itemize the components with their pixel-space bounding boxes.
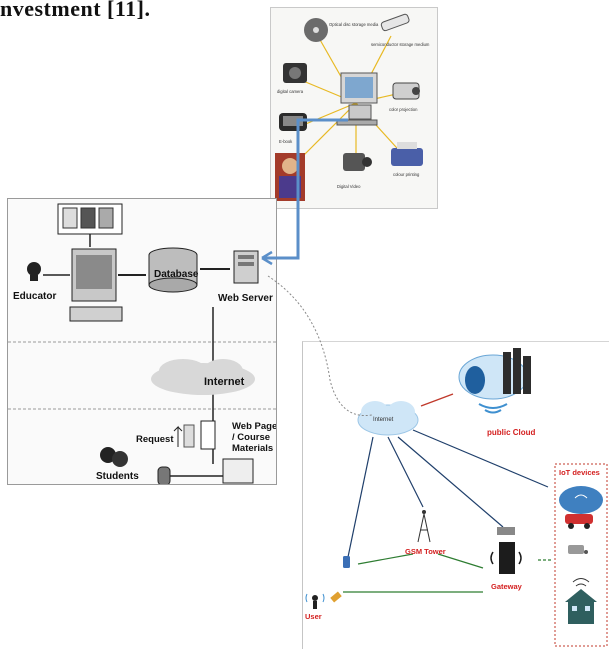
top-text-fragment: nvestment [11]. <box>0 0 151 21</box>
iot-internet-label: Internet <box>373 417 394 423</box>
cloud-link-arrow <box>420 393 454 407</box>
internet-cloud-icon <box>151 359 255 395</box>
digital-video-label: Digital Video <box>337 184 361 189</box>
colour-printing-label: colour printing <box>393 172 420 177</box>
educator-icon <box>27 262 41 281</box>
multimedia-diagram: Optical disc storage media semiconductor… <box>275 13 430 201</box>
car-icon <box>565 514 593 529</box>
usb-drive-icon <box>380 13 410 32</box>
multimedia-devices-panel: Optical disc storage media semiconductor… <box>270 7 438 209</box>
request-doc-icon <box>183 424 195 448</box>
house-icon <box>565 589 597 624</box>
optical-disc-label: Optical disc storage media <box>329 22 379 27</box>
gsm-tower-icon <box>417 510 431 543</box>
elearning-panel: Educator Database Web Server <box>7 198 277 485</box>
web-page-label-3: Materials <box>232 443 273 454</box>
video-camera-icon <box>343 153 372 171</box>
iot-devices-box <box>554 463 608 647</box>
web-page-label-1: Web Page <box>232 421 276 432</box>
iot-diagram: Internet public Cloud <box>305 348 608 647</box>
local-links <box>343 553 553 593</box>
color-projection-label: color projection <box>389 107 418 112</box>
camera-icon <box>568 545 588 554</box>
database-label: Database <box>154 269 199 280</box>
page-doc-icon <box>200 420 216 450</box>
user-label: User <box>305 612 322 621</box>
public-cloud-icon <box>458 348 531 414</box>
wifi-icon <box>572 578 590 587</box>
request-arrow <box>173 425 183 447</box>
semiconductor-storage-label: semiconductor storage medium <box>371 42 430 47</box>
iot-network-panel: Internet public Cloud <box>302 341 609 649</box>
iot-internet-cloud-icon <box>357 401 419 436</box>
iot-links <box>347 429 549 558</box>
printer-icon <box>391 142 423 166</box>
workstation-icon <box>69 248 123 322</box>
educator-label: Educator <box>13 291 56 302</box>
iot-devices-label: IoT devices <box>559 468 600 477</box>
internet-label: Internet <box>204 376 245 388</box>
projector-icon <box>392 82 420 100</box>
gsm-tower-label: GSM Tower <box>405 547 446 556</box>
user-icon <box>305 593 325 609</box>
web-server-icon <box>233 250 259 284</box>
digital-camera-icon <box>283 63 307 83</box>
iot-cloud-icon <box>559 486 603 514</box>
optical-disc-icon <box>304 18 328 42</box>
elearning-diagram: Educator Database Web Server <box>8 203 276 484</box>
photo-illustration-icon <box>275 153 305 201</box>
computer-icon <box>336 72 378 126</box>
gateway-icon <box>490 527 522 574</box>
documents-icon <box>57 203 123 235</box>
students-label: Students <box>96 471 139 482</box>
students-icon <box>100 447 128 467</box>
web-server-label: Web Server <box>218 293 273 304</box>
database-icon <box>148 247 198 293</box>
client-pc-icon <box>222 458 254 484</box>
public-cloud-label: public Cloud <box>487 428 536 437</box>
client-device-icon <box>157 466 171 484</box>
gateway-label: Gateway <box>491 582 523 591</box>
ebook-label: E-book <box>279 139 293 144</box>
web-page-label-2: / Course <box>232 432 270 443</box>
ebook-icon <box>279 113 307 131</box>
mobile-phone-icon <box>330 556 350 603</box>
digital-camera-label: digital camera <box>277 89 304 94</box>
request-label: Request <box>136 434 174 445</box>
